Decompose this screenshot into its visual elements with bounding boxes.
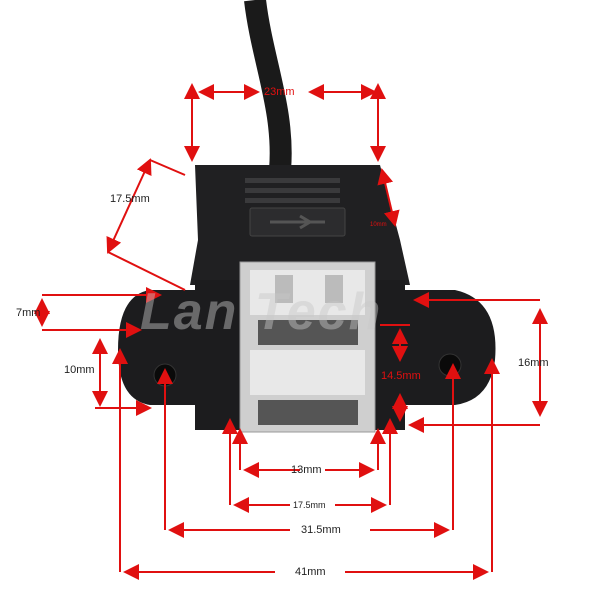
dim-hole-spacing: 31.5mm — [301, 524, 341, 536]
dim-overall-height: 16mm — [518, 357, 549, 369]
dim-body-height-small: 10mm — [370, 222, 387, 228]
dim-top-width: 23mm — [264, 86, 295, 98]
dim-opening-width: 17.5mm — [293, 500, 326, 510]
dim-flange-height: 7mm — [16, 307, 41, 319]
usb-symbol-icon — [270, 214, 325, 230]
dim-port-width: 13mm — [291, 464, 322, 476]
watermark: Lan Tech — [140, 283, 383, 341]
cable — [244, 0, 292, 171]
dim-overall-width: 41mm — [295, 566, 326, 578]
dim-depth: 17.5mm — [110, 193, 150, 205]
dimension-arrows — [34, 83, 548, 580]
dim-hole-height: 10mm — [64, 364, 95, 376]
dim-port-height: 14.5mm — [381, 370, 421, 382]
mounting-hole-right — [438, 353, 462, 377]
